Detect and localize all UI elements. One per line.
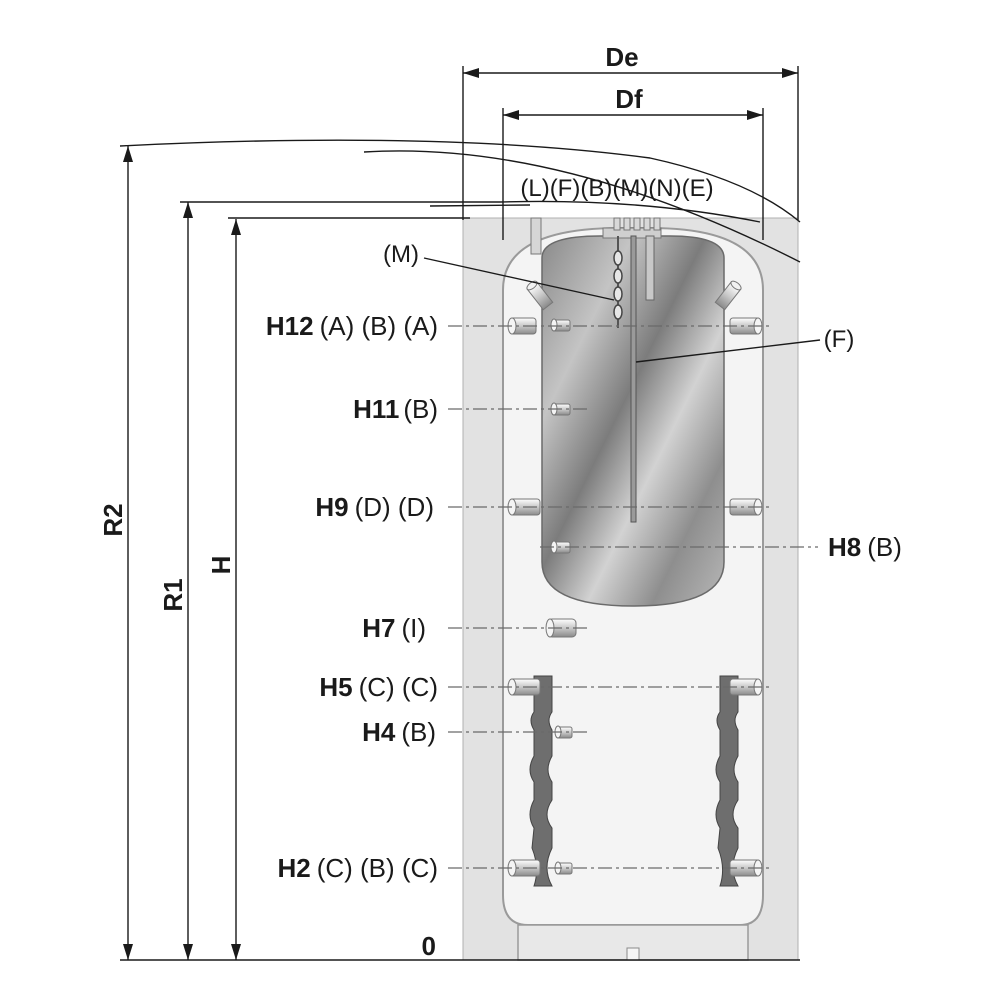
nozzle-h12-mid (550, 318, 571, 332)
arrow-h-top (231, 219, 241, 235)
label-zero: 0 (422, 931, 436, 961)
arrow-de-right (782, 68, 798, 78)
label-h2: H2(C) (B) (C) (277, 853, 438, 883)
arrow-df-left (503, 110, 519, 120)
top-socket-5 (653, 217, 661, 231)
label-r1: R1 (158, 578, 188, 611)
arrow-r2-top (123, 146, 133, 162)
label-h4: H4(B) (362, 717, 436, 747)
label-h11: H11(B) (353, 394, 438, 424)
extension-r1-inner (429, 204, 531, 207)
label-h: H (206, 556, 236, 575)
top-socket-3 (633, 217, 641, 231)
arrow-df-right (747, 110, 763, 120)
coil-left (529, 675, 553, 887)
label-df: Df (615, 84, 643, 114)
nozzle-h12-angled-left (526, 280, 554, 311)
top-socket-1 (613, 217, 621, 231)
arrow-h-bottom (231, 944, 241, 960)
arrow-r1-bottom (183, 944, 193, 960)
sensor-sleeve-n (645, 235, 655, 301)
label-callout-m: (M) (383, 241, 419, 268)
leader-f (635, 339, 821, 363)
label-top-connections: (L)(F)(B)(M)(N)(E) (520, 175, 713, 202)
extension-r2-inner (363, 150, 801, 263)
coil-right (715, 675, 739, 887)
top-socket-2 (623, 217, 631, 231)
label-h12: H12(A) (B) (A) (266, 311, 438, 341)
label-h8: H8(B) (828, 532, 902, 562)
leader-m (423, 257, 615, 301)
extension-r1 (180, 200, 761, 223)
extension-r2 (119, 139, 801, 223)
thermometer-sleeve-f (630, 235, 637, 523)
air-vent-tube (530, 217, 542, 255)
label-h7: H7(I) (362, 613, 426, 643)
nozzle-h12-angled-right (714, 280, 742, 311)
label-callout-f: (F) (824, 326, 855, 353)
label-de: De (605, 42, 638, 72)
arrow-de-left (463, 68, 479, 78)
label-h5: H5(C) (C) (319, 672, 438, 702)
top-socket-4 (643, 217, 651, 231)
label-h9: H9(D) (D) (315, 492, 434, 522)
arrow-r2-bottom (123, 944, 133, 960)
arrow-r1-top (183, 202, 193, 218)
drain-stub (626, 947, 640, 961)
label-r2: R2 (98, 503, 128, 536)
magnesium-anode (613, 236, 623, 328)
